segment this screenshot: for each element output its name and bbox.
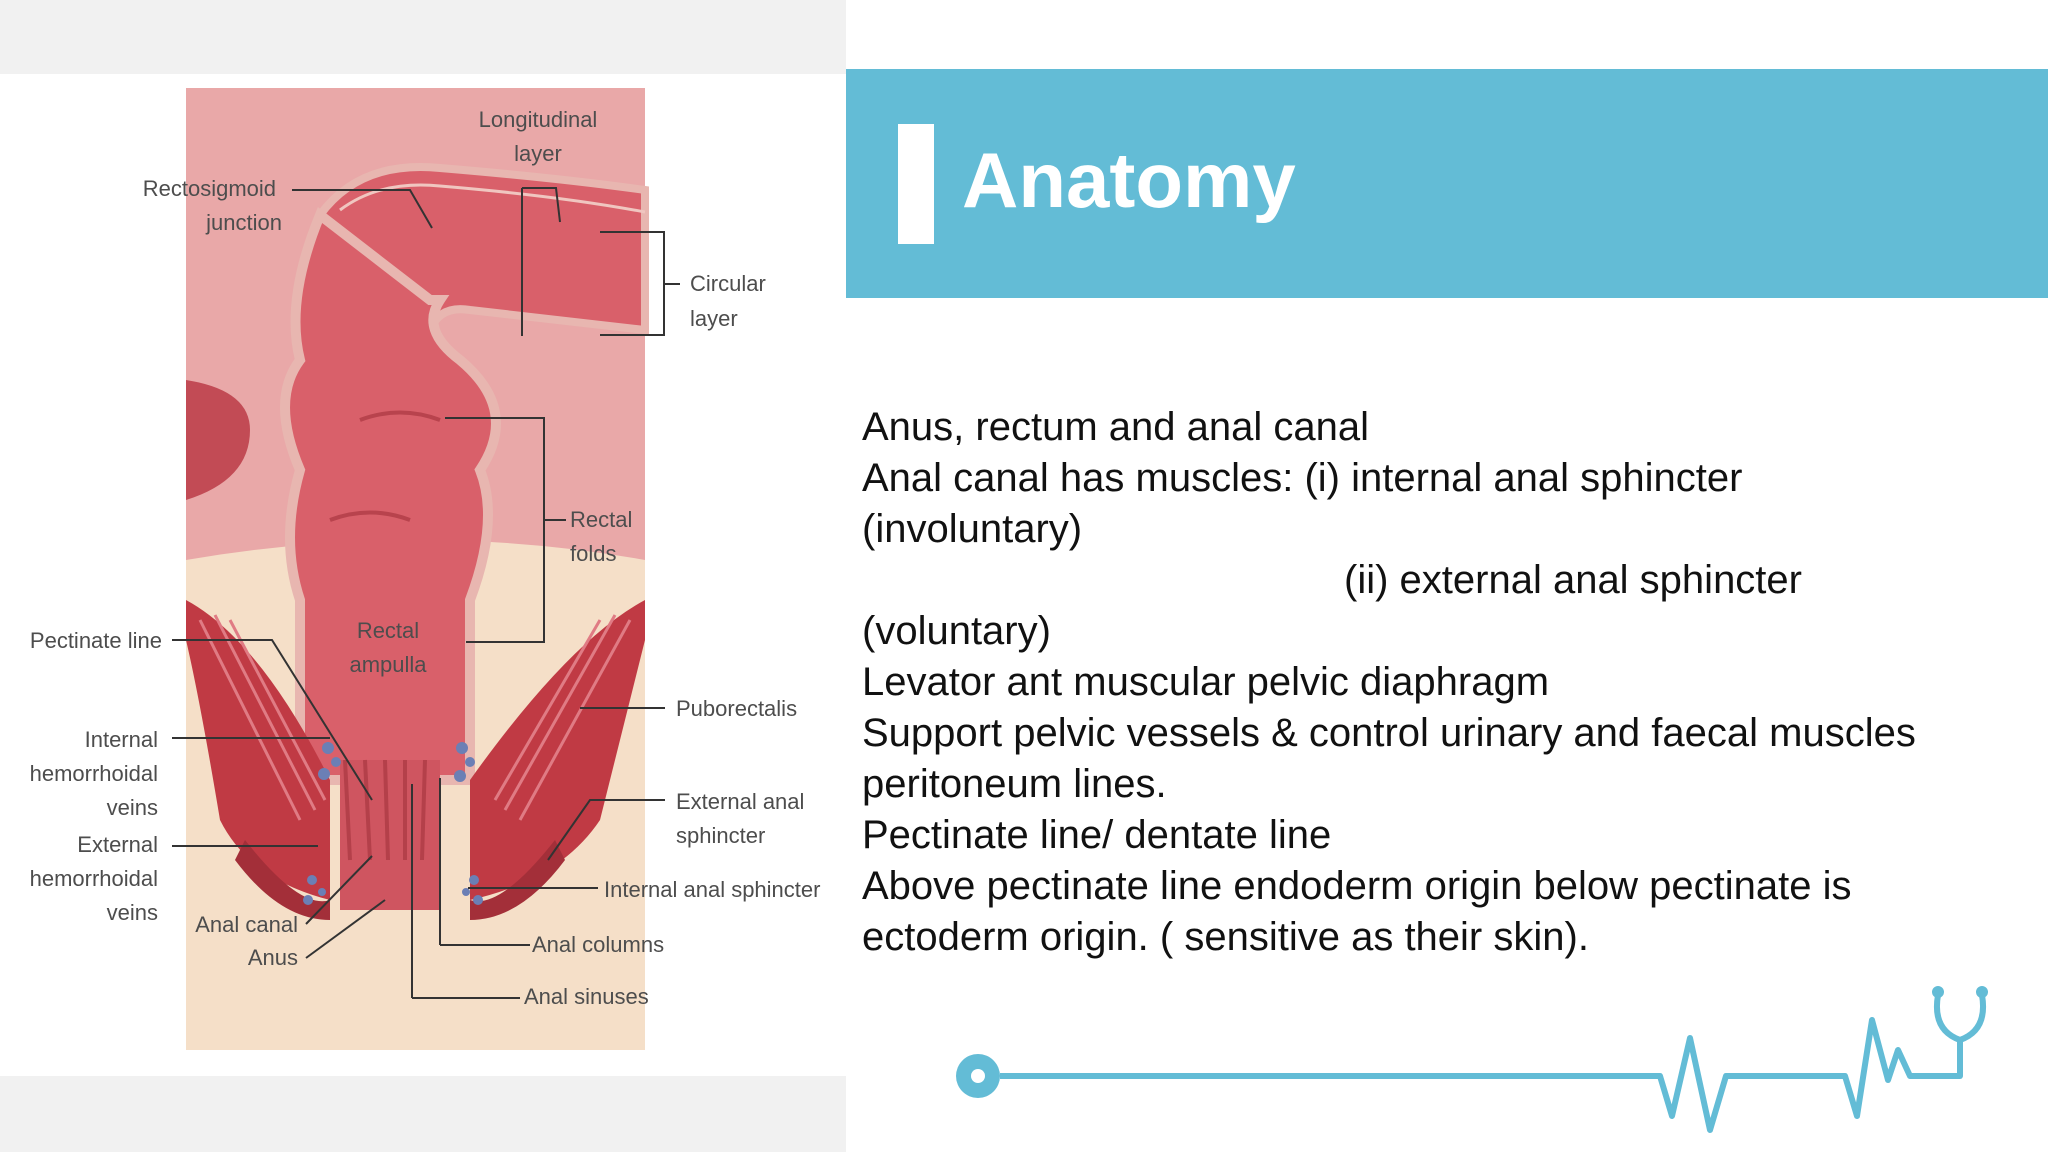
label-external-anal-sphincter-2: sphincter <box>676 823 765 848</box>
label-circular-layer-1: Circular <box>690 271 766 296</box>
body-line: Above pectinate line endoderm origin bel… <box>862 864 1852 908</box>
label-rectal-folds-1: Rectal <box>570 507 632 532</box>
ecg-decoration <box>956 986 1988 1133</box>
label-pectinate-line: Pectinate line <box>30 628 162 653</box>
body-line: Support pelvic vessels & control urinary… <box>862 711 1916 755</box>
label-anal-canal: Anal canal <box>195 912 298 937</box>
label-external-hemorrhoidal-veins-1: External <box>77 832 158 857</box>
label-longitudinal-layer-2: layer <box>514 141 562 166</box>
anatomy-diagram-panel: Longitudinal layer Rectosigmoid junction… <box>0 0 846 1152</box>
label-rectosigmoid-junction-1: Rectosigmoid <box>143 176 276 201</box>
label-rectosigmoid-junction-2: junction <box>205 210 282 235</box>
body-line: peritoneum lines. <box>862 762 1167 806</box>
body-line: Pectinate line/ dentate line <box>862 813 1332 857</box>
body-line: (ii) external anal sphincter <box>1344 558 1802 602</box>
leader-lines <box>172 187 680 999</box>
label-rectal-ampulla-2: ampulla <box>349 652 427 677</box>
label-anal-columns: Anal columns <box>532 932 664 957</box>
external-hemorrhoidal-veins <box>303 875 483 905</box>
slide-body: Anus, rectum and anal canal Anal canal h… <box>862 402 2032 963</box>
bladder-edge <box>186 380 250 500</box>
title-accent-bar <box>898 124 934 244</box>
body-line: (voluntary) <box>862 609 1051 653</box>
muscle-fibers <box>198 614 632 821</box>
rectal-fold-2 <box>329 510 411 522</box>
label-external-hemorrhoidal-veins-3: veins <box>107 900 158 925</box>
rectal-fold-1 <box>359 410 441 422</box>
label-internal-anal-sphincter: Internal anal sphincter <box>604 877 820 902</box>
anorectal-anatomy-illustration: Longitudinal layer Rectosigmoid junction… <box>0 74 846 1076</box>
body-line: ectoderm origin. ( sensitive as their sk… <box>862 915 1589 959</box>
body-line: Levator ant muscular pelvic diaphragm <box>862 660 1550 704</box>
levator-muscle-left <box>186 600 330 900</box>
body-line: Anal canal has muscles: (i) internal ana… <box>862 456 1743 500</box>
label-puborectalis: Puborectalis <box>676 696 797 721</box>
label-circular-layer-2: layer <box>690 306 738 331</box>
body-line: Anus, rectum and anal canal <box>862 405 1369 449</box>
mucosa-line <box>339 183 646 214</box>
ecg-line-icon <box>956 1017 1960 1133</box>
label-internal-hemorrhoidal-veins-3: veins <box>107 795 158 820</box>
label-longitudinal-layer-1: Longitudinal <box>479 107 598 132</box>
body-line: (involuntary) <box>862 507 1083 551</box>
label-external-anal-sphincter-1: External anal <box>676 789 804 814</box>
label-anal-sinuses: Anal sinuses <box>524 984 649 1009</box>
slide-title: Anatomy <box>962 136 1296 224</box>
stethoscope-icon <box>1932 986 1988 1079</box>
internal-hemorrhoidal-veins <box>318 742 475 782</box>
label-internal-hemorrhoidal-veins-2: hemorrhoidal <box>30 761 158 786</box>
external-sphincter-right <box>470 840 565 920</box>
label-anus: Anus <box>248 945 298 970</box>
label-rectal-folds-2: folds <box>570 541 616 566</box>
label-external-hemorrhoidal-veins-2: hemorrhoidal <box>30 866 158 891</box>
label-internal-hemorrhoidal-veins-1: Internal <box>85 727 158 752</box>
title-band <box>846 69 2048 298</box>
label-rectal-ampulla-1: Rectal <box>357 618 419 643</box>
anal-columns-group <box>340 759 440 910</box>
